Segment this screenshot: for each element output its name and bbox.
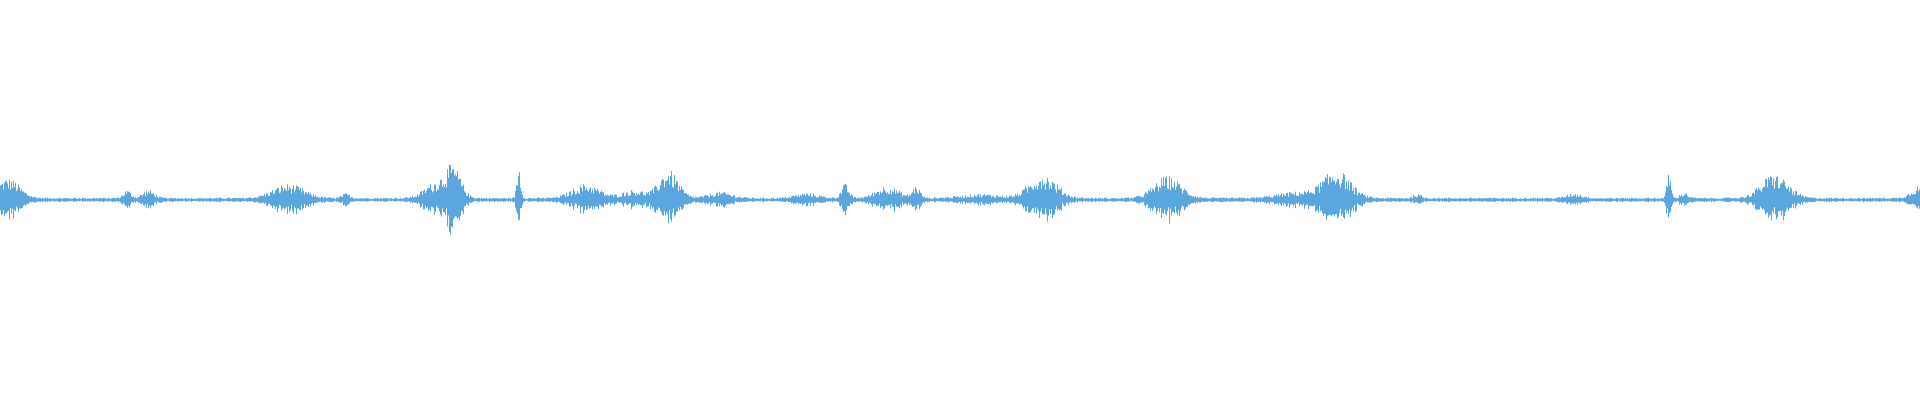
waveform-trace (0, 164, 1920, 235)
